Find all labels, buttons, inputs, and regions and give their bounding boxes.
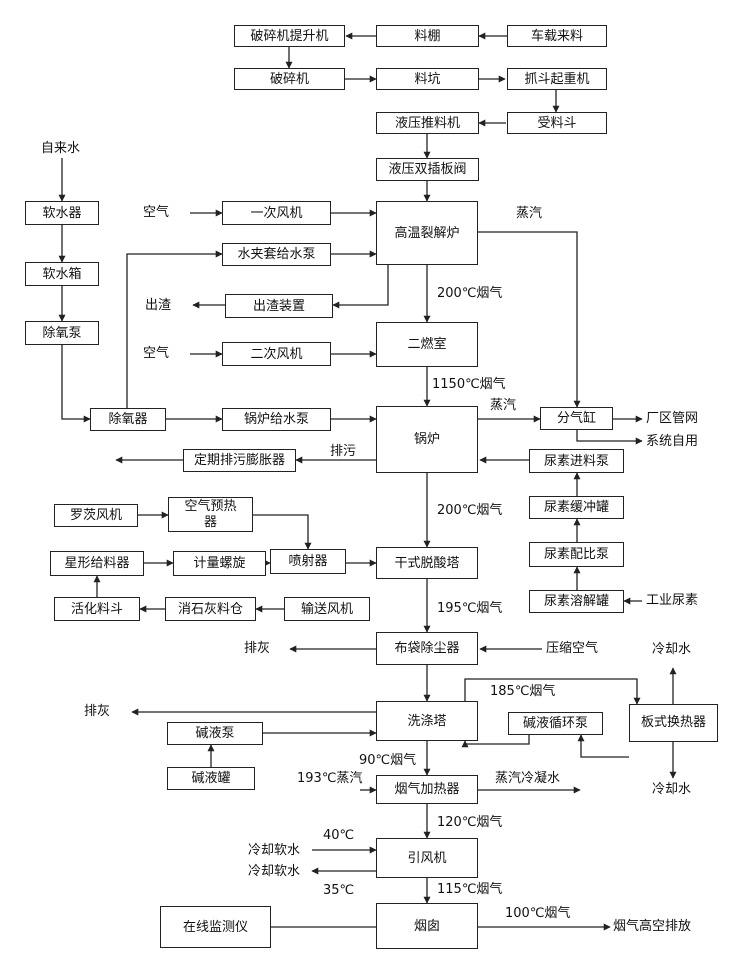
secondary-chamber-box: 二燃室 [376,322,478,367]
steam-drum-box: 分气缸 [540,407,613,430]
secondary-fan-box: 二次风机 [222,342,331,366]
blowdown-box: 定期排污膨胀器 [183,449,296,472]
hopper-box: 受料斗 [507,112,607,134]
urea-ratio-pump-box: 尿素配比泵 [529,542,624,567]
caustic-pump-box: 碱液泵 [167,722,263,745]
label-temp-40: 40℃ [323,828,355,843]
stack-box: 烟囱 [376,903,478,949]
caustic-tank-box: 碱液罐 [167,767,255,790]
arrow-scrubber-to-hx [464,678,641,705]
arrow-hx-to-circ-pump [577,734,629,758]
slag-device-box: 出渣装置 [225,294,333,318]
lime-bin-box: 消石灰料仓 [165,597,256,621]
label-gas-1150: 1150℃烟气 [432,377,506,392]
label-steam-boiler: 蒸汽 [490,398,517,413]
double-gate-box: 液压双插板阀 [376,158,479,181]
label-gas-120: 120℃烟气 [437,815,503,830]
label-emission: 烟气高空排放 [613,919,692,934]
label-self-use: 系统自用 [646,434,699,449]
caustic-circ-pump-box: 碱液循环泵 [508,712,603,735]
arrow-steam-to-drum [478,231,581,408]
label-condensate: 蒸汽冷凝水 [495,771,561,786]
boiler-pump-box: 锅炉给水泵 [222,408,331,431]
urea-dissolve-box: 尿素溶解罐 [529,590,624,613]
arrow-deaerator-to-jacket-pump [126,250,223,408]
label-gas-100: 100℃烟气 [505,906,571,921]
label-soft-cool-out: 冷却软水 [248,864,301,879]
plate-hx-box: 板式换热器 [629,704,718,742]
deaerator-box: 除氧器 [90,408,166,431]
boiler-box: 锅炉 [376,406,478,473]
jacket-pump-box: 水夹套给水泵 [222,243,331,266]
arrow-pump-to-deaerator [61,345,91,423]
baghouse-box: 布袋除尘器 [376,632,478,665]
label-steam-pyrolysis: 蒸汽 [516,206,543,221]
activated-bin-box: 活化料斗 [54,597,140,621]
scrubber-box: 洗涤塔 [376,701,478,741]
id-fan-box: 引风机 [376,838,478,878]
pit-box: 料坑 [376,68,479,90]
truck-box: 车载来料 [507,25,607,47]
deaerator-pump-box: 除氧泵 [25,321,99,345]
flue-heater-box: 烟气加热器 [376,775,478,804]
label-ash-scrubber: 排灰 [84,704,111,719]
label-tap-water: 自来水 [41,141,81,156]
label-steam-193: 193℃蒸汽 [297,771,363,786]
label-gas-115: 115℃烟气 [437,882,503,897]
grab-crane-box: 抓斗起重机 [507,68,607,90]
arrow-preheater-to-ejector [253,514,312,550]
ejector-box: 喷射器 [270,549,346,574]
crusher-box: 破碎机 [234,68,345,90]
metering-screw-box: 计量螺旋 [173,551,266,576]
star-feeder-box: 星形给料器 [50,551,144,576]
shed-box: 料棚 [376,25,479,47]
dry-deacid-box: 干式脱酸塔 [376,547,478,579]
label-temp-35: 35℃ [323,883,355,898]
pyrolysis-furnace-box: 高温裂解炉 [376,201,478,265]
label-gas-200-top: 200℃烟气 [437,286,503,301]
label-slag-out: 出渣 [145,298,172,313]
urea-feed-pump-box: 尿素进料泵 [529,449,624,473]
label-air-secondary: 空气 [143,346,170,361]
softener-box: 软水器 [25,201,99,225]
hydraulic-pusher-box: 液压推料机 [376,112,479,134]
primary-fan-box: 一次风机 [222,201,331,225]
arrow-pyrolysis-to-slag [332,265,389,309]
roots-fan-box: 罗茨风机 [54,504,138,527]
crusher-lift-box: 破碎机提升机 [234,25,345,47]
label-blowdown: 排污 [330,444,357,459]
label-cooling-water-top: 冷却水 [652,642,692,657]
label-gas-90: 90℃烟气 [359,753,417,768]
arrow-drum-to-self-use [576,430,643,445]
label-cooling-water-bottom: 冷却水 [652,782,692,797]
label-industrial-urea: 工业尿素 [646,593,699,608]
urea-buffer-box: 尿素缓冲罐 [529,496,624,519]
label-soft-cool-in: 冷却软水 [248,843,301,858]
label-gas-185: 185℃烟气 [490,684,556,699]
air-preheater-box: 空气预热器 [168,497,253,532]
label-air-primary: 空气 [143,205,170,220]
label-gas-195: 195℃烟气 [437,601,503,616]
label-compressed-air: 压缩空气 [546,641,599,656]
label-ash-baghouse: 排灰 [244,641,271,656]
label-gas-200-mid: 200℃烟气 [437,503,503,518]
soft-tank-box: 软水箱 [25,262,99,286]
monitor-box: 在线监测仪 [160,906,271,948]
label-plant-grid: 厂区管网 [646,411,699,426]
conveying-fan-box: 输送风机 [284,597,370,621]
